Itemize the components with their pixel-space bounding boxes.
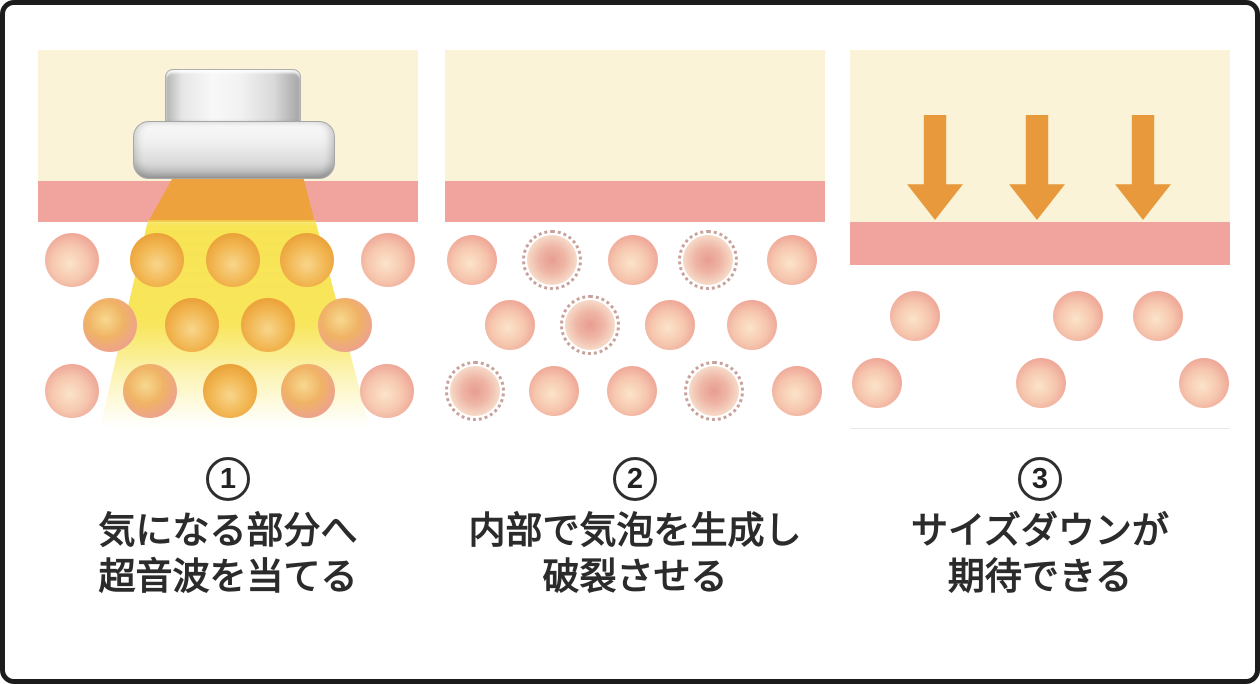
- fat-cell-bubbled-icon: [560, 295, 620, 355]
- step-1-number-badge: 1: [206, 457, 250, 501]
- panel-3: [850, 50, 1230, 429]
- panel-1-cells: [38, 50, 418, 429]
- panel-2-cells: [445, 50, 825, 429]
- fat-cell-icon: [447, 235, 497, 285]
- probe-head-top: [165, 69, 301, 123]
- step-1-caption: 1 気になる部分へ 超音波を当てる: [38, 457, 418, 600]
- fat-cell-bubbled-icon: [445, 361, 505, 421]
- fat-cell-icon: [281, 364, 335, 418]
- fat-cell-icon: [123, 364, 177, 418]
- step-2-caption-line-2: 破裂させる: [542, 556, 728, 597]
- fat-cell-icon: [852, 358, 902, 408]
- fat-cell-icon: [130, 233, 184, 287]
- panel-1: [38, 50, 418, 429]
- fat-cell-icon: [727, 300, 777, 350]
- fat-cell-icon: [607, 366, 657, 416]
- fat-cell-icon: [1133, 291, 1183, 341]
- step-3-caption-line-1: サイズダウンが: [911, 510, 1169, 551]
- fat-cell-icon: [241, 298, 295, 352]
- fat-cell-icon: [361, 233, 415, 287]
- arrows-layer: [850, 50, 1230, 428]
- ultrasound-probe: [38, 50, 418, 429]
- probe-head-base: [133, 121, 335, 179]
- fat-cell-icon: [485, 300, 535, 350]
- step-1-caption-line-1: 気になる部分へ: [98, 510, 358, 551]
- fat-cell-icon: [360, 364, 414, 418]
- fat-cell-icon: [608, 235, 658, 285]
- panel-2: [445, 50, 825, 429]
- fat-cell-icon: [1016, 358, 1066, 408]
- fat-cell-icon: [767, 235, 817, 285]
- fat-cell-icon: [83, 298, 137, 352]
- fat-cell-icon: [45, 364, 99, 418]
- fat-cell-icon: [165, 298, 219, 352]
- skin-surface-layer: [445, 50, 825, 181]
- step-3-caption-line-2: 期待できる: [947, 556, 1133, 597]
- fat-cell-icon: [1179, 358, 1229, 408]
- fat-cell-icon: [318, 298, 372, 352]
- fat-cell-bubbled-icon: [678, 230, 738, 290]
- fat-cell-icon: [206, 233, 260, 287]
- fat-cell-bubbled-icon: [522, 230, 582, 290]
- step-1-caption-line-2: 超音波を当てる: [98, 556, 358, 597]
- step-3-caption: 3 サイズダウンが 期待できる: [850, 457, 1230, 600]
- step-3-number-badge: 3: [1018, 457, 1062, 501]
- step-2-caption-line-1: 内部で気泡を生成し: [468, 510, 802, 551]
- fat-cell-icon: [772, 366, 822, 416]
- ultrasound-beam-upper: [148, 177, 315, 222]
- fat-cell-icon: [203, 364, 257, 418]
- step-2-caption: 2 内部で気泡を生成し 破裂させる: [445, 457, 825, 600]
- fat-cell-bubbled-icon: [684, 361, 744, 421]
- dermis-band: [445, 181, 825, 222]
- step-2-number-badge: 2: [613, 457, 657, 501]
- fat-cell-icon: [45, 233, 99, 287]
- panel-3-cells: [850, 50, 1230, 428]
- fat-cell-icon: [1053, 291, 1103, 341]
- fat-cell-icon: [280, 233, 334, 287]
- fat-cell-icon: [645, 300, 695, 350]
- fat-cell-icon: [890, 291, 940, 341]
- fat-cell-icon: [529, 366, 579, 416]
- dermis-band: [850, 222, 1230, 265]
